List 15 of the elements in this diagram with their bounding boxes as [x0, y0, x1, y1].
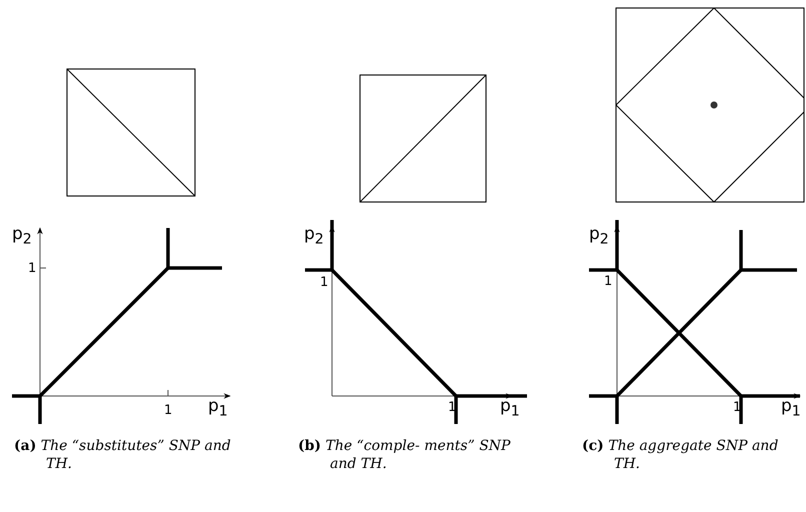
axis-label: p$_{1}$ — [500, 398, 520, 419]
caption: (b) The “comple- ments” SNP and TH. — [298, 438, 512, 473]
axis-label: p$_{1}$ — [781, 398, 801, 419]
tick-label: 1 — [604, 275, 612, 288]
tick-label: 1 — [733, 401, 742, 414]
caption: (c) The aggregate SNP and TH. — [582, 438, 780, 473]
tick-label: 1 — [28, 262, 36, 275]
axis-label: p$_{2}$ — [304, 226, 324, 247]
caption: (a) The “substitutes” SNP and TH. — [14, 438, 232, 473]
axis-label: p$_{2}$ — [12, 226, 32, 247]
axis-label: p$_{2}$ — [589, 226, 609, 247]
tick-label: 1 — [448, 401, 456, 414]
tick-label: 1 — [320, 276, 328, 289]
tick-label: 1 — [164, 404, 172, 417]
axis-label: p$_{1}$ — [208, 398, 228, 419]
